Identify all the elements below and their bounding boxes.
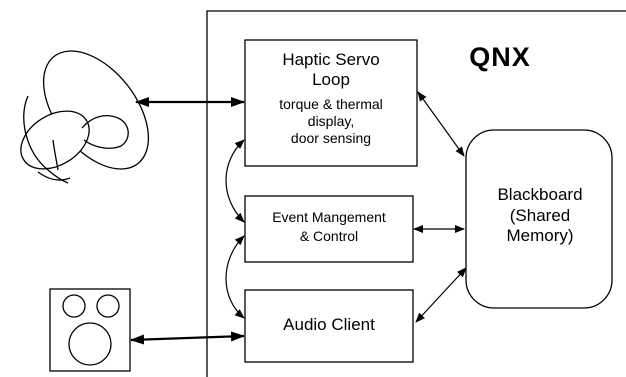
haptic-detail-line-1: torque & thermal bbox=[279, 96, 383, 112]
haptic-hand-device-icon bbox=[20, 50, 150, 184]
blackboard-label: Blackboard (Shared Memory) bbox=[470, 185, 610, 247]
haptic-servo-loop-box bbox=[244, 39, 418, 167]
haptic-detail-line-2: display, bbox=[307, 112, 355, 129]
servo-to-event-arrow bbox=[225, 139, 245, 223]
haptic-title-line-2: Loop bbox=[312, 70, 350, 90]
qnx-system-title: QNX bbox=[469, 42, 531, 72]
event-management-line-2: & Control bbox=[299, 227, 359, 244]
blackboard-line-3: Memory) bbox=[506, 226, 574, 246]
audio-client-label: Audio Client bbox=[283, 315, 375, 334]
haptic-servo-loop-title: Haptic Servo Loop bbox=[247, 50, 415, 90]
haptic-servo-loop-detail: torque & thermal display, door sensing bbox=[247, 96, 415, 146]
audio-to-blackboard-arrow bbox=[415, 267, 467, 323]
audio-client-box bbox=[244, 289, 414, 363]
speaker-icon bbox=[49, 288, 131, 372]
blackboard-line-1: Blackboard bbox=[497, 185, 583, 204]
blackboard-line-2: (Shared bbox=[509, 205, 571, 225]
servo-to-blackboard-arrow bbox=[417, 91, 465, 157]
haptic-detail-line-3: door sensing bbox=[290, 129, 372, 146]
event-to-audio-arrow bbox=[225, 235, 245, 319]
blackboard-box bbox=[465, 129, 613, 309]
haptic-title-line-1: Haptic Servo bbox=[282, 50, 380, 69]
speaker-to-audio-client-arrow bbox=[130, 331, 245, 345]
event-management-line-1: Event Mangement bbox=[272, 209, 386, 225]
event-management-label: Event Mangement & Control bbox=[247, 208, 411, 246]
qnx-system-boundary bbox=[206, 10, 626, 377]
